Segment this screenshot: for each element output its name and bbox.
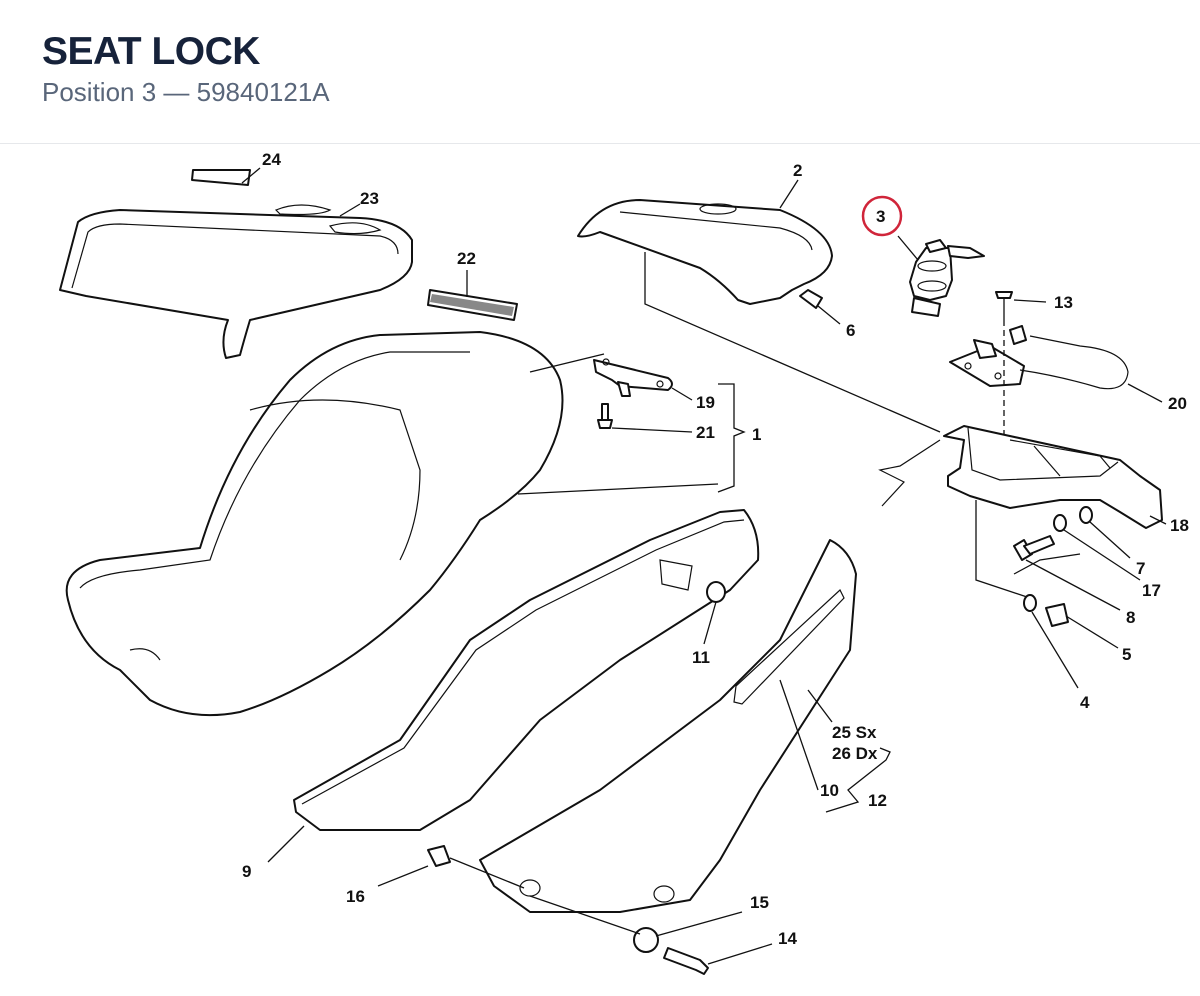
rod-detail — [1013, 553, 1081, 575]
part-20-release-cable — [949, 325, 1163, 403]
part-18-frame — [878, 425, 1167, 529]
label-9: 9 — [242, 862, 251, 881]
part-3-seat-lock — [897, 235, 985, 317]
part-23-seat-cowl — [59, 203, 413, 359]
label-25: 25 Sx — [832, 723, 877, 742]
part-11-grommet — [703, 581, 726, 645]
label-13: 13 — [1054, 293, 1073, 312]
label-1: 1 — [752, 425, 761, 444]
label-18: 18 — [1170, 516, 1189, 535]
part-6-grommet — [799, 289, 841, 325]
label-19: 19 — [696, 393, 715, 412]
label-4: 4 — [1080, 693, 1090, 712]
part-2-tail-cover — [577, 179, 833, 305]
label-11: 11 — [692, 648, 710, 667]
label-22: 22 — [457, 249, 476, 268]
part-21-screw — [597, 403, 693, 433]
part-22-strip — [427, 270, 518, 321]
bracket-1 — [717, 383, 746, 493]
label-14: 14 — [778, 929, 797, 948]
label-26: 26 Dx — [832, 744, 878, 763]
part-14-bolt — [663, 943, 773, 975]
label-21: 21 — [696, 423, 715, 442]
leader-cover-frame — [644, 252, 941, 433]
exploded-parts-diagram: 24 23 22 2 3 13 6 20 19 21 1 18 7 17 8 5… — [59, 150, 1189, 975]
part-16-spacer — [377, 845, 525, 889]
bracket-12 — [825, 747, 891, 813]
leader-seat-1 — [517, 483, 719, 495]
label-7: 7 — [1136, 559, 1145, 578]
label-20: 20 — [1168, 394, 1187, 413]
label-23: 23 — [360, 189, 379, 208]
label-3: 3 — [876, 207, 885, 226]
label-8: 8 — [1126, 608, 1135, 627]
part-15-grommet — [529, 895, 743, 953]
header: SEAT LOCK Position 3 — 59840121A — [0, 0, 1200, 144]
label-5: 5 — [1122, 645, 1131, 664]
part-8-bolt — [1013, 535, 1121, 611]
part-5-screw — [1045, 603, 1119, 649]
part-17-washer — [1053, 514, 1141, 581]
part-3-callout — [861, 195, 903, 237]
part-25-side-panel — [479, 539, 857, 913]
label-15: 15 — [750, 893, 769, 912]
part-9-side-panel — [267, 509, 760, 863]
part-24-pad — [191, 167, 261, 186]
page-title: SEAT LOCK — [42, 30, 260, 73]
part-19-bracket — [593, 358, 693, 401]
part-7-washer — [1079, 506, 1131, 559]
label-12: 12 — [868, 791, 887, 810]
page-subtitle: Position 3 — 59840121A — [42, 77, 330, 107]
leader-frame-4 — [975, 500, 1031, 599]
leader-seat-19 — [529, 353, 605, 373]
part-4-washer — [1023, 594, 1079, 689]
main-seat — [65, 331, 564, 717]
label-16: 16 — [346, 887, 365, 906]
label-10: 10 — [820, 781, 839, 800]
part-13-screw — [995, 291, 1047, 320]
label-2: 2 — [793, 161, 802, 180]
label-24: 24 — [262, 150, 281, 169]
label-17: 17 — [1142, 581, 1161, 600]
label-6: 6 — [846, 321, 855, 340]
